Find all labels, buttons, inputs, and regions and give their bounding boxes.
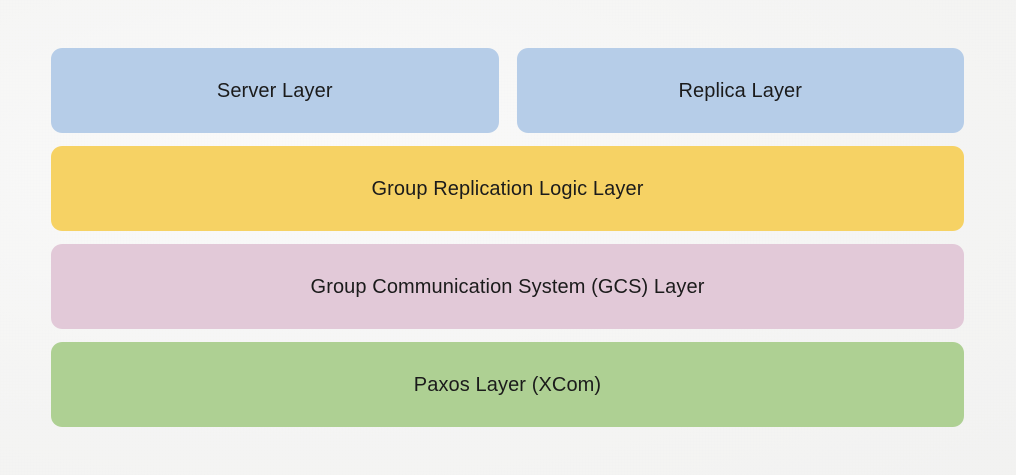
- layer-box-group-communication-system-layer[interactable]: Group Communication System (GCS) Layer: [51, 244, 964, 329]
- layer-label-paxos-layer: Paxos Layer (XCom): [413, 373, 602, 396]
- layer-box-group-replication-logic-layer[interactable]: Group Replication Logic Layer: [51, 146, 964, 231]
- diagram-row-replication-logic: Group Replication Logic Layer: [51, 146, 964, 231]
- layer-label-group-replication-logic-layer: Group Replication Logic Layer: [371, 177, 644, 200]
- diagram-row-paxos: Paxos Layer (XCom): [51, 342, 964, 427]
- diagram-row-gcs: Group Communication System (GCS) Layer: [51, 244, 964, 329]
- layer-box-paxos-layer[interactable]: Paxos Layer (XCom): [51, 342, 964, 427]
- layer-label-replica-layer: Replica Layer: [678, 79, 803, 102]
- diagram-row-top: Server Layer Replica Layer: [51, 48, 964, 133]
- layer-stack: Server Layer Replica Layer Group Replica…: [51, 48, 964, 427]
- layer-label-server-layer: Server Layer: [216, 79, 333, 102]
- layer-box-replica-layer[interactable]: Replica Layer: [516, 48, 964, 133]
- layer-box-server-layer[interactable]: Server Layer: [51, 48, 499, 133]
- layer-label-group-communication-system-layer: Group Communication System (GCS) Layer: [310, 275, 705, 298]
